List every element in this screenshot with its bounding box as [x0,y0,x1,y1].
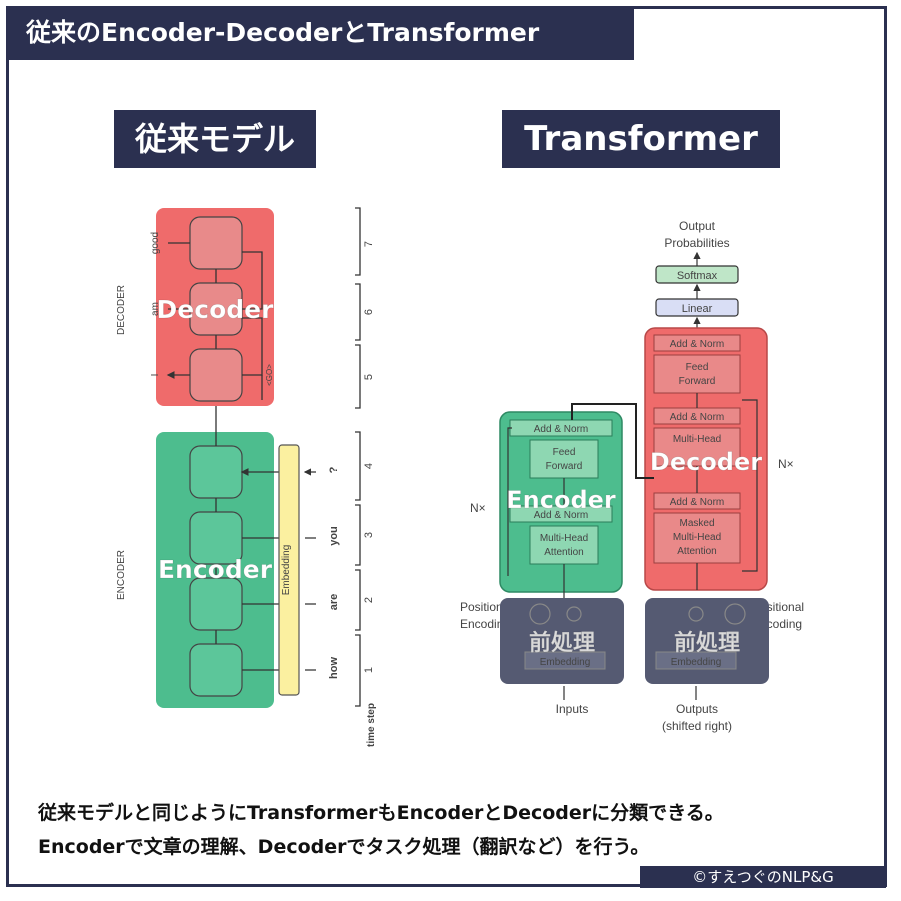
encoder-embedding-label: Embedding [540,657,591,668]
output-probabilities-line1: Output [679,219,716,233]
encoder-multi-head-line2: Attention [544,547,583,558]
encoder-feed-forward-line1: Feed [553,447,576,458]
legacy-decoder-label: Decoder [157,295,275,324]
decoder-add-norm-3: Add & Norm [670,497,724,508]
legacy-model-diagram: Embedding DECODER ENCODER good am I <GO>… [116,207,377,747]
encoder-multi-head-line1: Multi-Head [540,533,588,544]
output-word-i: I [150,374,161,377]
time-step-4: 4 [363,463,375,469]
output-word-good: good [150,232,161,254]
masked-attention-line1: Masked [679,518,714,529]
page-title: 従来のEncoder-DecoderとTransformer [6,6,634,60]
input-word-question: ? [328,466,340,473]
outputs-label-line2: (shifted right) [662,719,732,733]
decoder-embedding-label: Embedding [671,657,722,668]
decoder-feed-forward-line2: Forward [679,376,716,387]
transformer-diagram: Output Probabilities Softmax Linear Add … [460,219,804,733]
encoder-side-label: ENCODER [116,550,127,600]
masked-attention-line2: Multi-Head [673,532,721,543]
transformer-encoder-label: Encoder [506,486,616,514]
decoder-add-norm-2: Add & Norm [670,412,724,423]
input-word-are: are [328,594,340,611]
encoder-cell [189,577,243,631]
output-probabilities-line2: Probabilities [664,236,729,250]
input-word-how: how [328,657,340,679]
decoder-preprocess-label: 前処理 [674,630,740,656]
output-word-am: am [150,302,161,316]
softmax-label: Softmax [677,270,718,282]
encoder-positional-line1: Positional [460,600,512,614]
decoder-add-norm-1: Add & Norm [670,339,724,350]
decoder-cell [189,348,243,402]
linear-label: Linear [682,303,713,315]
decoder-side-label: DECODER [116,285,127,335]
embedding-bar [278,444,300,696]
time-step-7: 7 [363,241,375,247]
decoder-feed-forward-line1: Feed [686,362,709,373]
encoder-positional-line2: Encoding [460,617,510,631]
caption-line-2: Encoderで文章の理解、Decoderでタスク処理（翻訳など）を行う。 [38,836,650,858]
encoder-feed-forward-line2: Forward [546,461,583,472]
encoder-cell [189,445,243,499]
time-step-3: 3 [363,532,375,538]
encoder-add-norm-2: Add & Norm [534,510,588,521]
embedding-label: Embedding [281,545,292,596]
inputs-label: Inputs [556,702,589,716]
time-step-5: 5 [363,374,375,380]
input-word-you: you [328,526,340,546]
time-step-6: 6 [363,309,375,315]
go-token: <GO> [265,364,274,386]
encoder-add-norm-1: Add & Norm [534,424,588,435]
time-step-1: 1 [363,667,375,673]
time-step-label: time step [366,703,377,747]
caption-line-1: 従来モデルと同じようにTransformerもEncoderとDecoderに分… [38,802,724,824]
caption: 従来モデルと同じようにTransformerもEncoderとDecoderに分… [38,796,888,864]
transformer-heading: Transformer [502,110,780,168]
legacy-encoder-label: Encoder [158,555,273,584]
encoder-preprocess-label: 前処理 [529,630,595,656]
masked-attention-line3: Attention [677,546,716,557]
decoder-nx-label: N× [778,457,794,471]
copyright-badge: ©すえつぐのNLP&G [640,866,886,888]
legacy-model-heading: 従来モデル [114,110,316,168]
outputs-label-line1: Outputs [676,702,718,716]
linear-box [655,298,739,317]
encoder-nx-label: N× [470,501,486,515]
legacy-encoder-block [156,432,274,708]
softmax-box [655,265,739,284]
decoder-cell [189,216,243,270]
transformer-decoder-label: Decoder [650,448,762,476]
time-step-2: 2 [363,597,375,603]
decoder-multi-head-line1: Multi-Head [673,434,721,445]
encoder-cell [189,643,243,697]
